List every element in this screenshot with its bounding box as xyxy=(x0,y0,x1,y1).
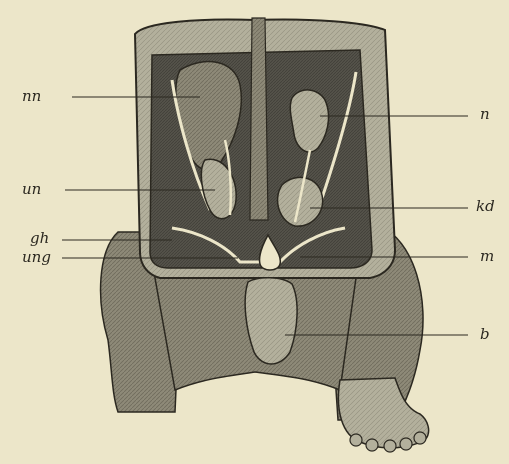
label-ung: ung xyxy=(22,250,51,265)
label-gh: gh xyxy=(30,231,49,246)
bladder xyxy=(245,278,297,364)
label-kd: kd xyxy=(476,199,495,214)
label-b: b xyxy=(480,327,490,342)
label-m: m xyxy=(480,249,494,264)
central-ridge xyxy=(250,18,268,220)
label-n: n xyxy=(480,107,490,122)
label-un: un xyxy=(22,182,41,197)
label-nn: nn xyxy=(22,89,41,104)
